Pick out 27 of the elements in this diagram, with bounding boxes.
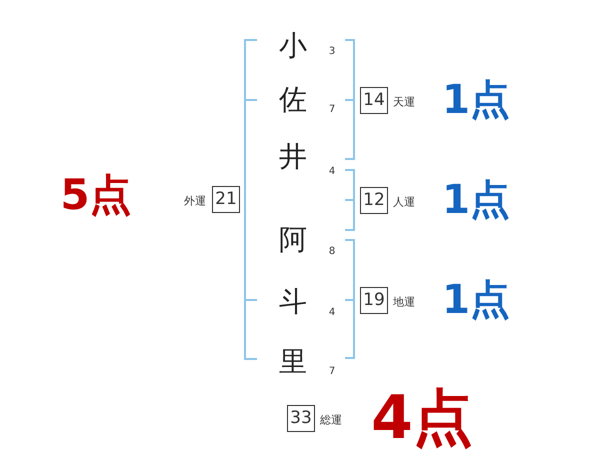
- fortune-label: 総運: [320, 414, 342, 426]
- stroke-count: 7: [328, 105, 336, 115]
- number-box: 12: [360, 187, 388, 214]
- score-text: 5点: [60, 174, 132, 216]
- name-character: 佐: [279, 86, 307, 114]
- number-box: 14: [360, 87, 388, 114]
- number-box: 33: [287, 405, 315, 432]
- fortune-label: 人運: [393, 196, 415, 208]
- fortune-label: 地運: [393, 296, 415, 308]
- fortune-label: 天運: [393, 96, 415, 108]
- name-character: 井: [279, 143, 307, 171]
- stroke-count: 4: [328, 167, 336, 177]
- score-text: 1点: [442, 80, 510, 120]
- stroke-count: 8: [328, 247, 336, 257]
- stroke-count: 7: [328, 367, 336, 377]
- name-character: 小: [279, 32, 307, 60]
- score-text: 1点: [442, 180, 510, 220]
- name-character: 阿: [279, 226, 307, 254]
- stroke-count: 4: [328, 308, 336, 318]
- fortune-label: 外運: [184, 196, 206, 206]
- number-box: 21: [212, 186, 240, 213]
- score-text: 1点: [442, 280, 510, 320]
- name-character: 里: [279, 348, 307, 376]
- stroke-count: 3: [328, 47, 336, 57]
- name-character: 斗: [279, 288, 307, 316]
- number-box: 19: [360, 287, 388, 314]
- score-text: 4点: [371, 388, 473, 448]
